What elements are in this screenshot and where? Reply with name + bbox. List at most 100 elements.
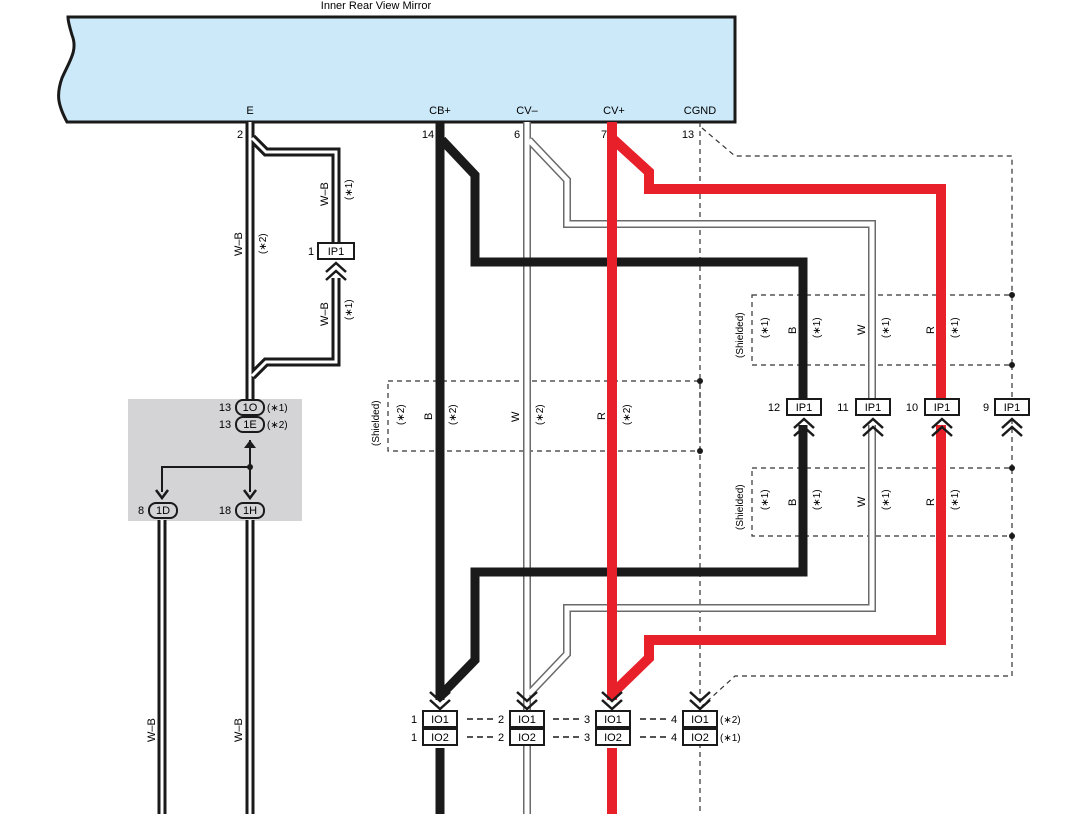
dot (1009, 533, 1015, 539)
io-2-pin-bot: 2 (498, 732, 504, 744)
ip1-10-pin: 10 (906, 402, 918, 414)
lbl-shield-left-note: (∗2) (396, 404, 407, 425)
r-route-top (610, 136, 946, 398)
split-arrow-up (244, 440, 256, 448)
io-2-bot-box (509, 728, 545, 746)
mirror-component: Inner Rear View Mirror E CB+ CV– CV+ CGN… (57, 0, 737, 141)
ip1-top-pin: 1 (308, 246, 314, 258)
jc-1h-label: 1H (243, 505, 257, 517)
lbl-b-left: B (423, 413, 435, 420)
lbl-w-rt: W (856, 324, 868, 335)
io-3-bot-box (595, 728, 631, 746)
cgnd-shield-bottom (701, 536, 1013, 707)
shield-left (387, 380, 701, 452)
io-4-top-box (682, 710, 718, 728)
lbl-b-rb: B (787, 499, 799, 506)
io-arrow-2 (516, 691, 538, 711)
io-1-top-box (422, 710, 458, 728)
lbl-w-rb: W (856, 496, 868, 507)
lbl-w-left-note: (∗2) (535, 404, 546, 425)
lbl-shield-rt: (Shielded) (735, 312, 746, 358)
io-1-pin-bot: 1 (411, 732, 417, 744)
lbl-w-left: W (510, 411, 522, 422)
io-arrows (429, 691, 711, 711)
jc-1d-box (148, 502, 178, 519)
lbl-r-rb-note: (∗1) (950, 489, 961, 510)
junction-connectors: 1O 13 (∗1) 1E 13 (∗2) 1D 8 1H 18 (138, 399, 288, 519)
io-4-top-label: IO1 (691, 714, 709, 726)
w-route-top-inner (527, 138, 875, 398)
terminal-cgnd: CGND (684, 105, 716, 117)
ip1-11-pin: 11 (837, 402, 848, 414)
lbl-b-rt-note: (∗1) (812, 317, 823, 338)
pin-cv-plus: 7 (601, 129, 607, 141)
shield-boxes (387, 122, 1013, 814)
jc-1e-label: 1E (243, 419, 256, 431)
lbl-r-left: R (596, 412, 608, 420)
shield-right-bottom (751, 467, 1013, 537)
jc-1e-note: (∗2) (267, 420, 288, 431)
lbl-shield-left: (Shielded) (371, 400, 382, 446)
arrow-11 (862, 417, 884, 437)
lbl-shield-rt-note: (∗1) (760, 317, 771, 338)
lbl-wb-main-note: (∗2) (258, 233, 269, 254)
cgnd-shield-top (701, 127, 1013, 295)
io-3-pin-top: 3 (584, 714, 590, 726)
arrow-10 (931, 417, 953, 437)
ip1-12-pin: 12 (768, 402, 780, 414)
pin-cb-plus: 14 (422, 129, 434, 141)
io-2-pin-top: 2 (498, 714, 504, 726)
connector-ip1-top: IP1 1 (308, 242, 355, 281)
jc-1o-box (235, 399, 265, 416)
lbl-wb-loop-bot: W–B (319, 302, 331, 326)
b-wires (435, 122, 808, 814)
dot (697, 378, 703, 384)
ip1-row-arrows (793, 417, 1023, 437)
io-2-bot-label: IO2 (518, 732, 536, 744)
lbl-wb-main: W–B (233, 232, 245, 256)
wb-wires-inner (160, 122, 338, 814)
io-3-pin-bot: 3 (584, 732, 590, 744)
b-route-bottom (438, 425, 808, 698)
ip1-9-pin: 9 (983, 402, 989, 414)
lbl-wb-loop-top-note: (∗1) (344, 179, 355, 200)
io-4-note-bot: (∗1) (720, 733, 741, 744)
io-arrow-1 (429, 691, 451, 711)
io-1-top-label: IO1 (431, 714, 449, 726)
connector-ip1-row: IP1 12 IP1 11 IP1 10 IP1 9 (768, 398, 1030, 437)
jc-1e-box (235, 416, 265, 433)
mirror-panel (57, 15, 737, 124)
io-arrow-4 (689, 691, 711, 711)
lbl-wb-1d: W–B (146, 718, 158, 742)
lbl-r-left-note: (∗2) (622, 404, 633, 425)
r-route-bottom (610, 425, 946, 696)
io-4-note-top: (∗2) (720, 715, 741, 726)
jc-1e-pin: 13 (219, 419, 231, 431)
wire-labels: W–B (∗2) W–B (∗1) W–B (∗1) W–B W–B (Shie… (146, 179, 961, 742)
lbl-shield-rb-note: (∗1) (760, 489, 771, 510)
io-4-bot-box (682, 728, 718, 746)
b-route-top (438, 136, 808, 398)
lbl-r-rt: R (925, 326, 937, 334)
terminal-cv-plus: CV+ (603, 105, 625, 117)
dot (1009, 292, 1015, 298)
lbl-wb-1h: W–B (233, 718, 245, 742)
pin-cv-minus: 6 (514, 129, 520, 141)
shield-dots (697, 292, 1015, 539)
io-1-bot-label: IO2 (431, 732, 449, 744)
split-left (161, 466, 250, 492)
wb-loop-inner (250, 136, 338, 244)
lbl-r-rt-note: (∗1) (950, 317, 961, 338)
io-2-top-box (509, 710, 545, 728)
ip1-12-label: IP1 (796, 402, 813, 414)
lbl-wb-loop-bot-note: (∗1) (344, 299, 355, 320)
dot (1009, 362, 1015, 368)
io-3-bot-label: IO2 (604, 732, 622, 744)
io-4-pin-bot: 4 (671, 732, 677, 744)
io-2-top-label: IO1 (518, 714, 536, 726)
lbl-shield-rb: (Shielded) (735, 484, 746, 530)
ip1-top-label: IP1 (328, 246, 345, 258)
io-1-bot-box (422, 728, 458, 746)
io-3-top-box (595, 710, 631, 728)
